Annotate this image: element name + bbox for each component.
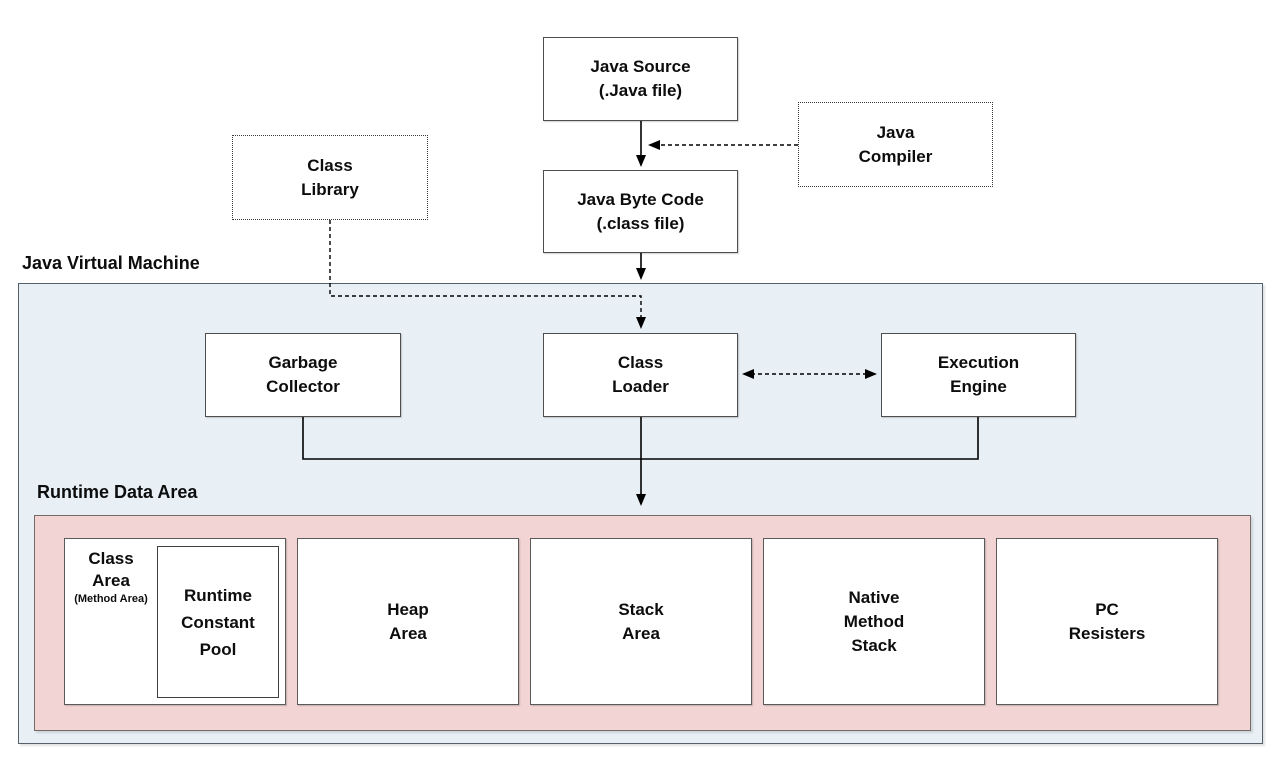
runtime-data-area-label: Runtime Data Area — [37, 482, 198, 502]
garbage-collector-label: Garbage Collector — [266, 353, 340, 396]
class-library-node: Class Library — [232, 135, 428, 220]
class-area-label: Class Area — [88, 549, 134, 590]
java-byte-code-label: Java Byte Code (.class file) — [577, 189, 704, 233]
runtime-constant-pool-node: Runtime Constant Pool — [157, 546, 279, 698]
pc-registers-node: PC Resisters — [996, 538, 1218, 705]
pc-registers-label: PC Resisters — [1068, 599, 1146, 643]
java-compiler-node: Java Compiler — [798, 102, 993, 187]
execution-engine-label: Execution Engine — [937, 353, 1020, 396]
native-method-stack-node: Native Method Stack — [763, 538, 985, 705]
class-loader-node: Class Loader — [543, 333, 738, 417]
stack-area-node: Stack Area — [530, 538, 752, 705]
garbage-collector-node: Garbage Collector — [205, 333, 401, 417]
java-compiler-label: Java Compiler — [858, 122, 933, 166]
runtime-constant-pool-label: Runtime Constant Pool — [181, 585, 255, 659]
java-byte-code-node: Java Byte Code (.class file) — [543, 170, 738, 253]
execution-engine-node: Execution Engine — [881, 333, 1076, 417]
class-area-text: Class Area (Method Area) — [65, 539, 157, 606]
class-library-label: Class Library — [301, 155, 359, 199]
java-source-node: Java Source (.Java file) — [543, 37, 738, 121]
class-loader-label: Class Loader — [612, 353, 669, 396]
class-area-node: Class Area (Method Area) Runtime Constan… — [64, 538, 286, 705]
class-area-note: (Method Area) — [74, 593, 148, 605]
stack-area-label: Stack Area — [618, 599, 664, 643]
native-method-stack-label: Native Method Stack — [843, 587, 905, 655]
heap-area-label: Heap Area — [387, 599, 429, 643]
jvm-region-label: Java Virtual Machine — [22, 253, 200, 273]
java-source-label: Java Source (.Java file) — [590, 57, 691, 100]
heap-area-node: Heap Area — [297, 538, 519, 705]
